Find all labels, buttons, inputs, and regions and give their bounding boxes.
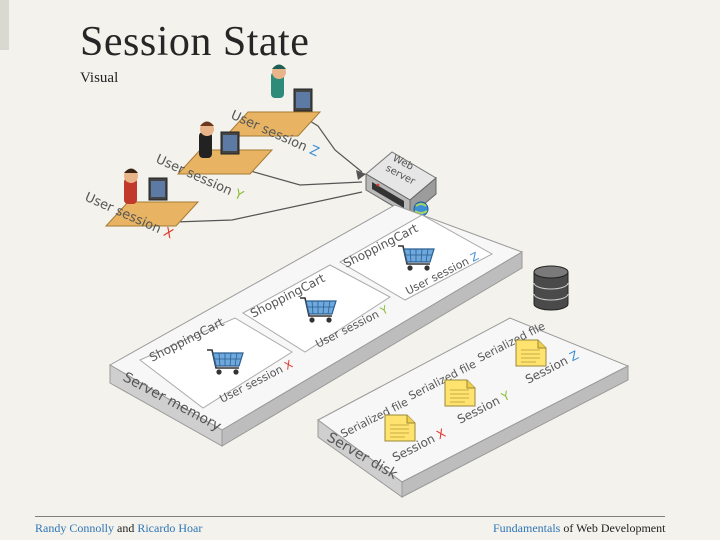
serialized-file-icon-z [515,339,547,367]
slide-subtitle: Visual [80,70,119,86]
user-y [176,121,274,175]
footer-book-of: of [563,521,574,535]
serialized-file-icon-x [384,414,416,442]
connector-arrowhead [356,170,366,180]
user-x [104,168,200,227]
slide-title: Session State [80,19,310,65]
footer-divider [35,516,665,517]
database-icon [533,265,569,311]
accent-bar [0,0,9,50]
web-server: Web server [365,151,437,218]
footer-authors: Randy Connolly and Ricardo Hoar [35,521,202,536]
footer-author-a: Randy Connolly [35,521,115,535]
footer-book-title: Fundamentals of Web Development [493,521,665,536]
user-z [224,64,322,137]
serialized-file-icon-y [444,379,476,407]
footer-book-a: Fundamentals [493,521,561,535]
footer-author-b: Ricardo Hoar [137,521,203,535]
footer-and: and [117,521,135,535]
footer-book-b: Web Development [576,521,666,535]
